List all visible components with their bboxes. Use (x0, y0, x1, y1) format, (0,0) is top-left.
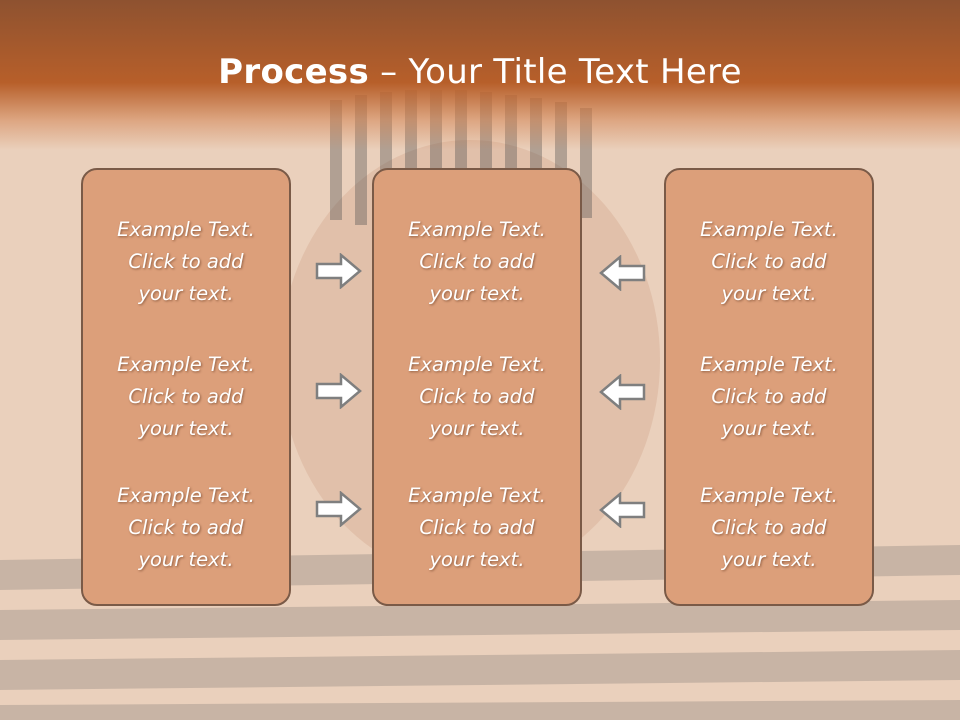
page-title[interactable]: Process – Your Title Text Here (0, 52, 960, 92)
arrow-right-icon (315, 373, 362, 409)
text-line: your text. (721, 548, 817, 571)
text-block[interactable]: Example Text. Click to add your text. (666, 349, 872, 445)
text-line: Click to add (128, 516, 244, 539)
title-band (0, 0, 960, 150)
text-line: Click to add (711, 385, 827, 408)
text-line: Click to add (419, 385, 535, 408)
text-line: Example Text. (117, 484, 255, 507)
text-line: Example Text. (700, 218, 838, 241)
text-line: Click to add (128, 385, 244, 408)
arrow-left-icon (599, 255, 646, 291)
text-line: your text. (429, 282, 525, 305)
text-line: your text. (429, 417, 525, 440)
text-line: your text. (138, 548, 234, 571)
text-line: Example Text. (408, 218, 546, 241)
text-line: your text. (721, 282, 817, 305)
process-box-right[interactable]: Example Text. Click to add your text. Ex… (664, 168, 874, 606)
text-block[interactable]: Example Text. Click to add your text. (83, 349, 289, 445)
text-line: Example Text. (117, 353, 255, 376)
text-line: Click to add (128, 250, 244, 273)
process-box-center[interactable]: Example Text. Click to add your text. Ex… (372, 168, 582, 606)
arrow-right-icon (315, 253, 362, 289)
text-line: Click to add (419, 250, 535, 273)
text-block[interactable]: Example Text. Click to add your text. (83, 214, 289, 310)
text-line: your text. (138, 282, 234, 305)
text-block[interactable]: Example Text. Click to add your text. (374, 480, 580, 576)
process-box-left[interactable]: Example Text. Click to add your text. Ex… (81, 168, 291, 606)
text-line: Example Text. (700, 484, 838, 507)
text-line: your text. (429, 548, 525, 571)
text-line: Example Text. (408, 484, 546, 507)
title-dash: – (380, 52, 398, 92)
text-line: Example Text. (700, 353, 838, 376)
title-bold: Process (218, 52, 370, 92)
text-block[interactable]: Example Text. Click to add your text. (666, 214, 872, 310)
text-line: Example Text. (408, 353, 546, 376)
arrow-left-icon (599, 492, 646, 528)
text-block[interactable]: Example Text. Click to add your text. (666, 480, 872, 576)
text-line: Click to add (419, 516, 535, 539)
text-line: Click to add (711, 516, 827, 539)
text-line: your text. (721, 417, 817, 440)
text-line: your text. (138, 417, 234, 440)
text-line: Click to add (711, 250, 827, 273)
text-block[interactable]: Example Text. Click to add your text. (374, 214, 580, 310)
title-rest: Your Title Text Here (408, 52, 742, 92)
text-line: Example Text. (117, 218, 255, 241)
text-block[interactable]: Example Text. Click to add your text. (83, 480, 289, 576)
arrow-right-icon (315, 491, 362, 527)
text-block[interactable]: Example Text. Click to add your text. (374, 349, 580, 445)
arrow-left-icon (599, 374, 646, 410)
